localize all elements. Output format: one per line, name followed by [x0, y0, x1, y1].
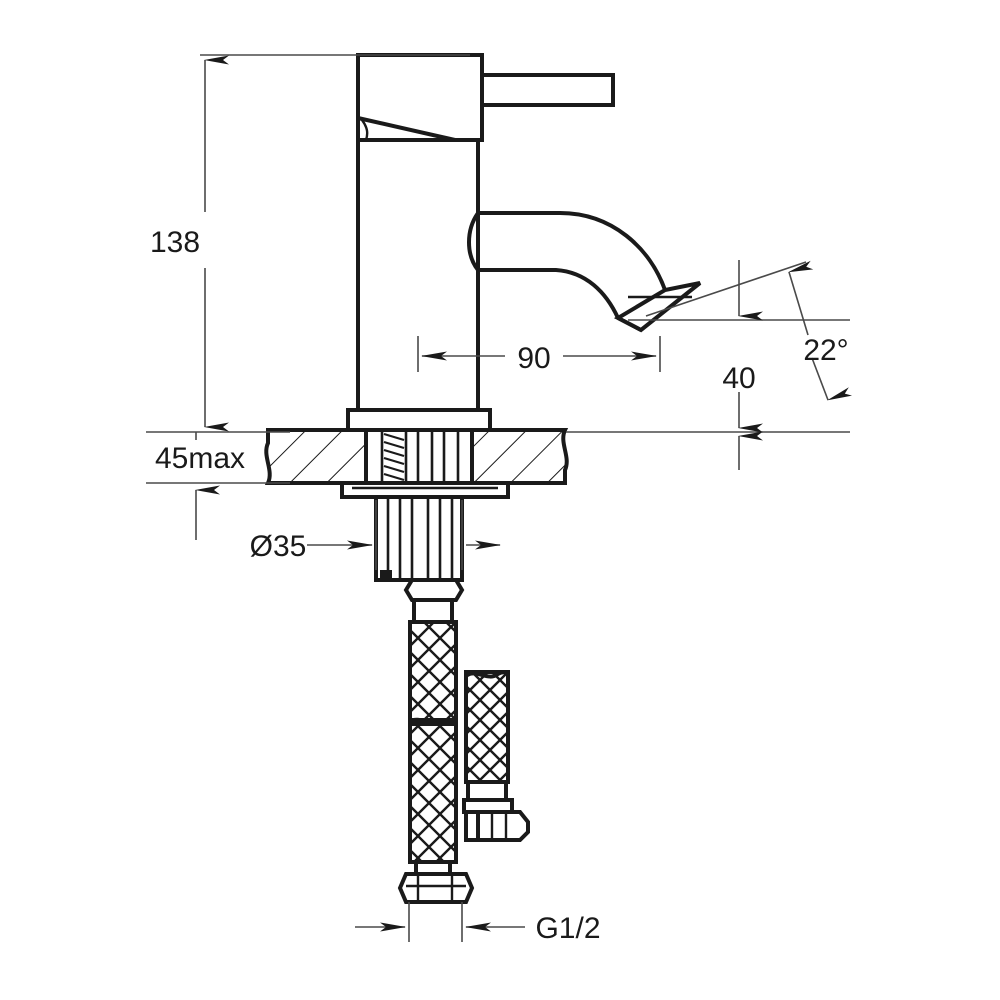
dimline-22-lower — [811, 357, 853, 401]
supply-hex-nut — [397, 872, 475, 904]
dimension-spout-height: 40 — [566, 260, 850, 470]
aerator-face-line — [617, 316, 642, 332]
deck-right-slab — [470, 428, 569, 485]
dimension-supply-thread: G1/2 — [355, 902, 601, 945]
escutcheon-base — [346, 408, 492, 432]
braided-hose-lower — [408, 722, 458, 864]
spout-body-fillet — [467, 211, 480, 272]
dimension-aerator-angle: 22° — [645, 260, 853, 401]
braided-hose-upper — [408, 620, 458, 722]
elbow-outlet-hex — [476, 810, 530, 842]
faucet-geometry — [264, 53, 702, 904]
dimension-label-22deg: 22° — [803, 334, 848, 367]
dimension-height-overall: 138 — [146, 54, 470, 433]
hose-collar-top — [412, 598, 454, 624]
secondary-hose-break-line — [464, 670, 510, 679]
hose-hex-nut — [403, 578, 465, 602]
dimension-label-d35: Ø35 — [250, 530, 307, 563]
lower-shank-ribs — [386, 497, 454, 578]
dimension-label-90: 90 — [517, 342, 550, 375]
dimension-spout-reach: 90 — [417, 336, 661, 375]
secondary-hose-collar — [466, 780, 508, 802]
braided-hose-secondary — [464, 670, 510, 784]
deck-left-slab — [264, 428, 368, 485]
shank-lug — [380, 570, 392, 580]
supply-nut-facets — [416, 874, 454, 902]
mounting-deck-section — [264, 428, 569, 485]
dimension-label-138: 138 — [150, 226, 200, 259]
dimension-label-g12: G1/2 — [535, 912, 600, 945]
dimension-label-45max: 45max — [155, 442, 245, 475]
spout-lower-curve — [478, 268, 620, 319]
dimline-22-upper — [788, 260, 814, 336]
angle-reference-line — [645, 261, 807, 317]
dimension-deck-thickness: 45max — [146, 432, 290, 540]
handle-lever — [480, 73, 615, 107]
dimension-label-40: 40 — [722, 362, 755, 395]
thread-lines — [380, 430, 460, 483]
handle-bevel-line — [357, 116, 456, 142]
handle-cap — [356, 53, 484, 142]
mounting-washer — [340, 481, 510, 499]
elbow-hex-facets — [490, 812, 508, 840]
dimension-mounting-hole: Ø35 — [250, 500, 501, 570]
spout-upper-curve — [478, 211, 667, 291]
